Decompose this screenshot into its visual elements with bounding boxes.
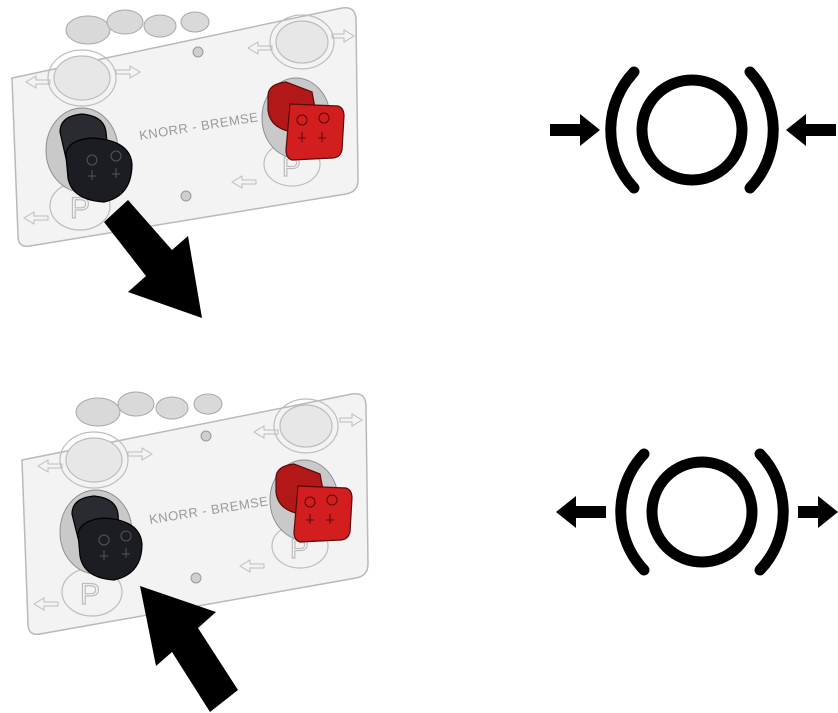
- brake-shoe-right: [750, 72, 773, 188]
- indicator-ring-top-right: [270, 15, 334, 69]
- indicator-ring-top-left: [60, 432, 128, 488]
- arrow-right-icon: [550, 114, 600, 146]
- mounting-hole: [191, 573, 201, 583]
- brake-applied-icon: [550, 72, 836, 188]
- control-panel-bottom: P P KNORR - BREMSE: [22, 392, 368, 712]
- brake-disc: [652, 462, 752, 562]
- mounting-hole: [193, 47, 203, 57]
- control-panel-top: P P KNORR - BREMSE: [12, 8, 358, 318]
- mounting-hole: [181, 191, 191, 201]
- mounting-hole: [201, 431, 211, 441]
- svg-text:P: P: [80, 578, 100, 611]
- brake-shoe-right: [760, 454, 783, 570]
- arrow-left-icon: [556, 496, 606, 528]
- indicator-ring-top-right: [274, 399, 338, 453]
- brake-released-icon: [556, 454, 838, 570]
- push-direction-arrow: [140, 586, 238, 712]
- brake-shoe-left: [611, 72, 634, 188]
- brake-disc: [642, 80, 742, 180]
- rear-mechanism: [66, 10, 209, 44]
- rear-mechanism: [76, 392, 222, 426]
- arrow-right-icon: [798, 496, 838, 528]
- indicator-ring-top-left: [48, 50, 116, 106]
- arrow-left-icon: [786, 114, 836, 146]
- brake-shoe-left: [621, 454, 644, 570]
